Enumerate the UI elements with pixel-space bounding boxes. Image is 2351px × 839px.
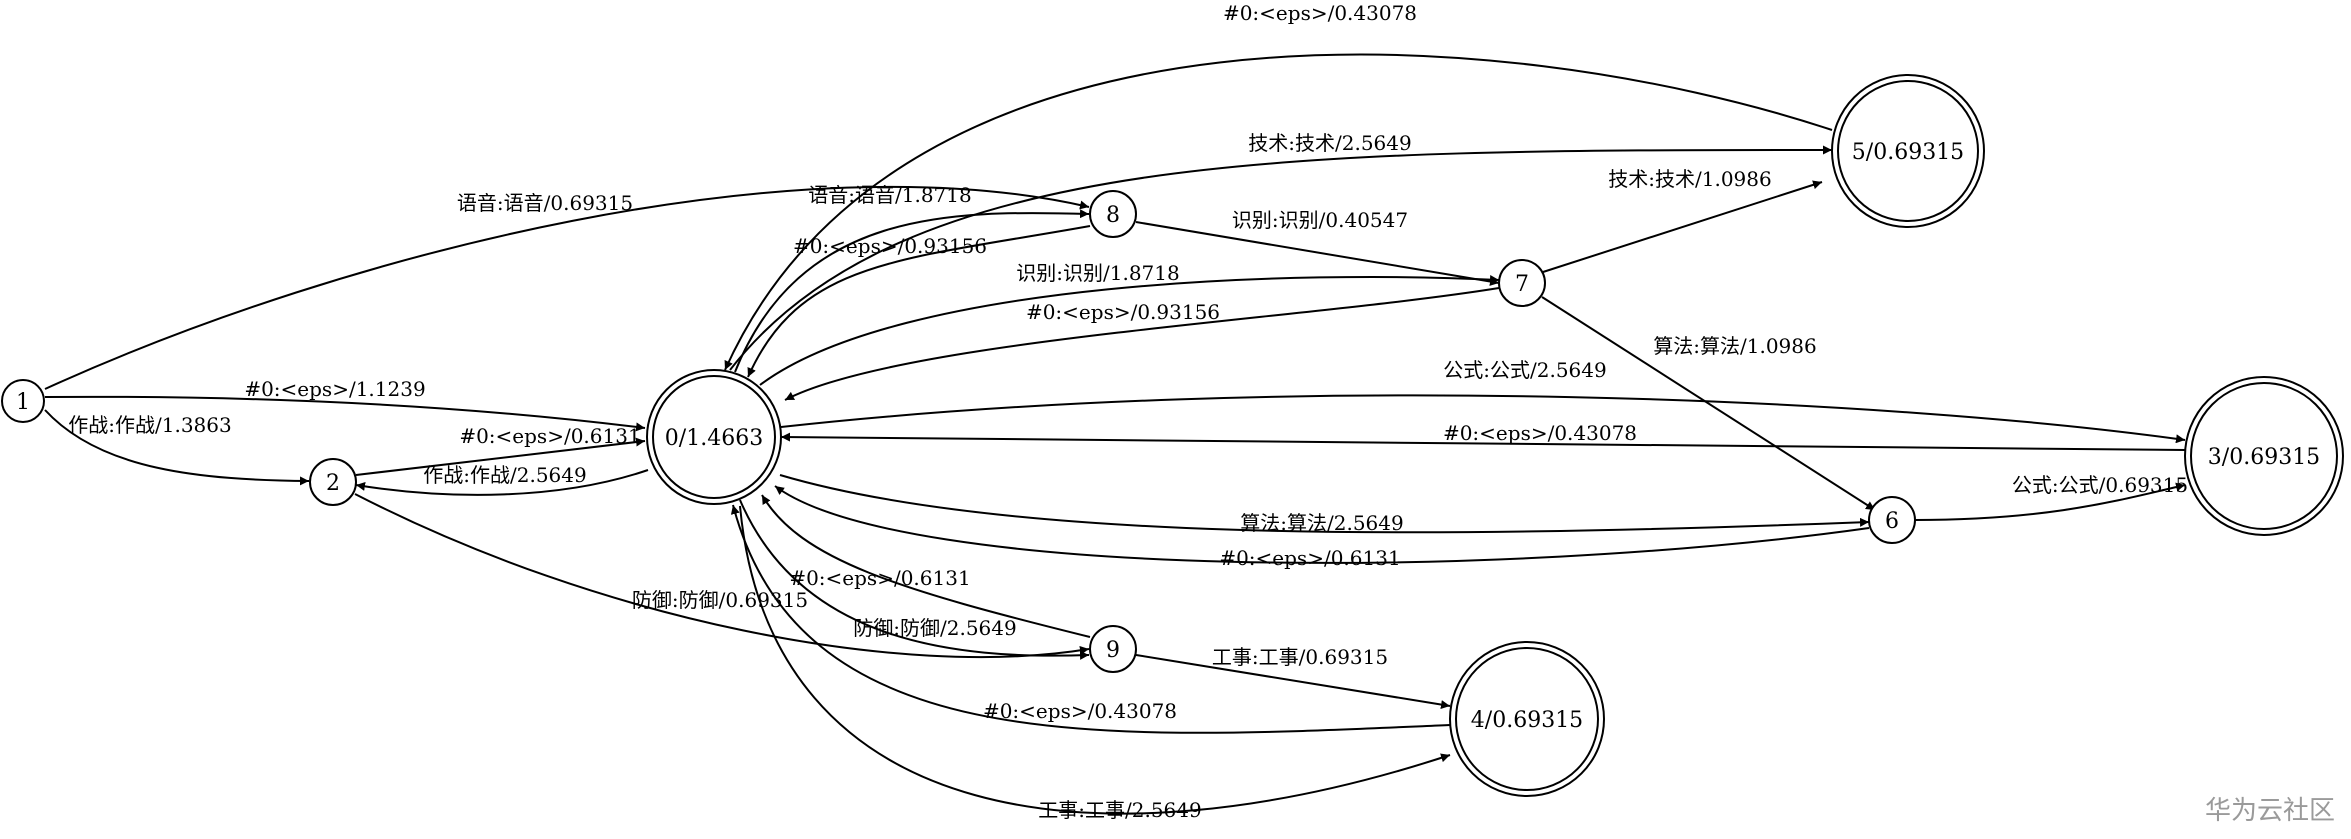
state-node-7: 7	[1498, 259, 1546, 307]
edge-label-2-to-9: 防御:防御/0.69315	[632, 588, 808, 612]
edge-label-5-to-0: #0:<eps>/0.43078	[1223, 1, 1417, 25]
state-label-0: 0/1.4663	[665, 426, 763, 451]
state-node-2: 2	[309, 458, 357, 506]
edge-7-to-5	[1542, 180, 1823, 273]
edge-0-to-7	[759, 275, 1500, 386]
watermark: 华为云社区	[2204, 796, 2335, 826]
edge-0-to-8	[734, 209, 1090, 373]
state-node-3: 3/0.69315	[2184, 376, 2344, 536]
edge-label-1-to-8: 语音:语音/0.69315	[457, 191, 633, 215]
edge-1-to-0	[44, 395, 646, 432]
state-label-5: 5/0.69315	[1852, 140, 1964, 165]
state-label-3: 3/0.69315	[2208, 445, 2320, 470]
edge-label-3-to-0: #0:<eps>/0.43078	[1443, 421, 1637, 445]
edge-1-to-8	[44, 185, 1090, 390]
edge-0-to-3	[780, 394, 2186, 444]
edge-0-to-2	[355, 469, 649, 496]
state-label-4: 4/0.69315	[1471, 708, 1583, 733]
state-label-9: 9	[1106, 638, 1120, 663]
state-node-8: 8	[1089, 190, 1137, 238]
edge-label-9-to-0: #0:<eps>/0.6131	[789, 566, 970, 590]
edge-label-0-to-6: 算法:算法/2.5649	[1240, 511, 1403, 535]
edge-labels: 语音:语音/0.69315 #0:<eps>/1.1239 作战:作战/1.3863…	[68, 1, 2188, 822]
edge-8-to-0	[747, 225, 1091, 378]
edge-9-to-4	[1135, 654, 1451, 709]
edge-label-7-to-0: #0:<eps>/0.93156	[1026, 300, 1220, 324]
state-label-6: 6	[1885, 509, 1899, 534]
state-label-1: 1	[16, 390, 30, 415]
nodes: 1 2 0/1.4663 8 7 9 6 5/0.69315 3/0.69315 4/0.6931…	[1, 74, 2344, 797]
edge-label-6-to-0: #0:<eps>/0.6131	[1219, 546, 1400, 570]
state-node-4: 4/0.69315	[1449, 641, 1605, 797]
edge-9-to-0	[761, 494, 1091, 638]
edge-label-6-to-3: 公式:公式/0.69315	[2012, 473, 2188, 497]
edge-label-0-to-8: 语音:语音/1.8718	[808, 183, 971, 207]
edge-0-to-6	[779, 474, 1870, 534]
edge-6-to-0	[774, 485, 1870, 564]
edge-label-0-to-3: 公式:公式/2.5649	[1443, 358, 1606, 382]
edge-label-0-to-9: 防御:防御/2.5649	[853, 616, 1016, 640]
edge-0-to-5	[729, 145, 1833, 371]
edge-7-to-0	[784, 287, 1500, 401]
edge-0-to-9	[739, 499, 1090, 660]
edge-2-to-9	[354, 493, 1090, 659]
state-label-8: 8	[1106, 203, 1120, 228]
state-node-5: 5/0.69315	[1831, 74, 1985, 228]
edge-0-to-4	[739, 505, 1451, 815]
edge-6-to-3	[1914, 482, 2186, 521]
edge-label-9-to-4: 工事:工事/0.69315	[1212, 645, 1388, 669]
edge-label-1-to-0: #0:<eps>/1.1239	[244, 377, 425, 401]
edge-label-0-to-5: 技术:技术/2.5649	[1248, 131, 1411, 155]
edge-label-1-to-2: 作战:作战/1.3863	[68, 413, 231, 437]
edge-label-0-to-2: 作战:作战/2.5649	[423, 463, 586, 487]
edge-label-8-to-7: 识别:识别/0.40547	[1232, 208, 1408, 232]
edge-8-to-7	[1135, 221, 1500, 286]
edge-label-2-to-0: #0:<eps>/0.6131	[459, 424, 640, 448]
state-node-0: 0/1.4663	[646, 369, 782, 505]
state-node-9: 9	[1089, 625, 1137, 673]
edge-label-0-to-7: 识别:识别/1.8718	[1016, 261, 1179, 285]
edge-label-7-to-5: 技术:技术/1.0986	[1608, 167, 1771, 191]
state-node-6: 6	[1868, 496, 1916, 544]
edge-5-to-0	[724, 53, 1833, 371]
edge-7-to-6	[1541, 296, 1876, 511]
edge-2-to-0	[355, 437, 646, 476]
state-node-1: 1	[1, 379, 45, 423]
edge-label-7-to-6: 算法:算法/1.0986	[1653, 334, 1816, 358]
edge-1-to-2	[44, 409, 310, 486]
edge-label-0-to-4: 工事:工事/2.5649	[1038, 798, 1201, 822]
edge-4-to-0	[730, 504, 1451, 734]
state-label-7: 7	[1515, 272, 1529, 297]
edge-label-4-to-0: #0:<eps>/0.43078	[983, 699, 1177, 723]
state-label-2: 2	[326, 471, 340, 496]
edge-label-8-to-0: #0:<eps>/0.93156	[793, 234, 987, 258]
